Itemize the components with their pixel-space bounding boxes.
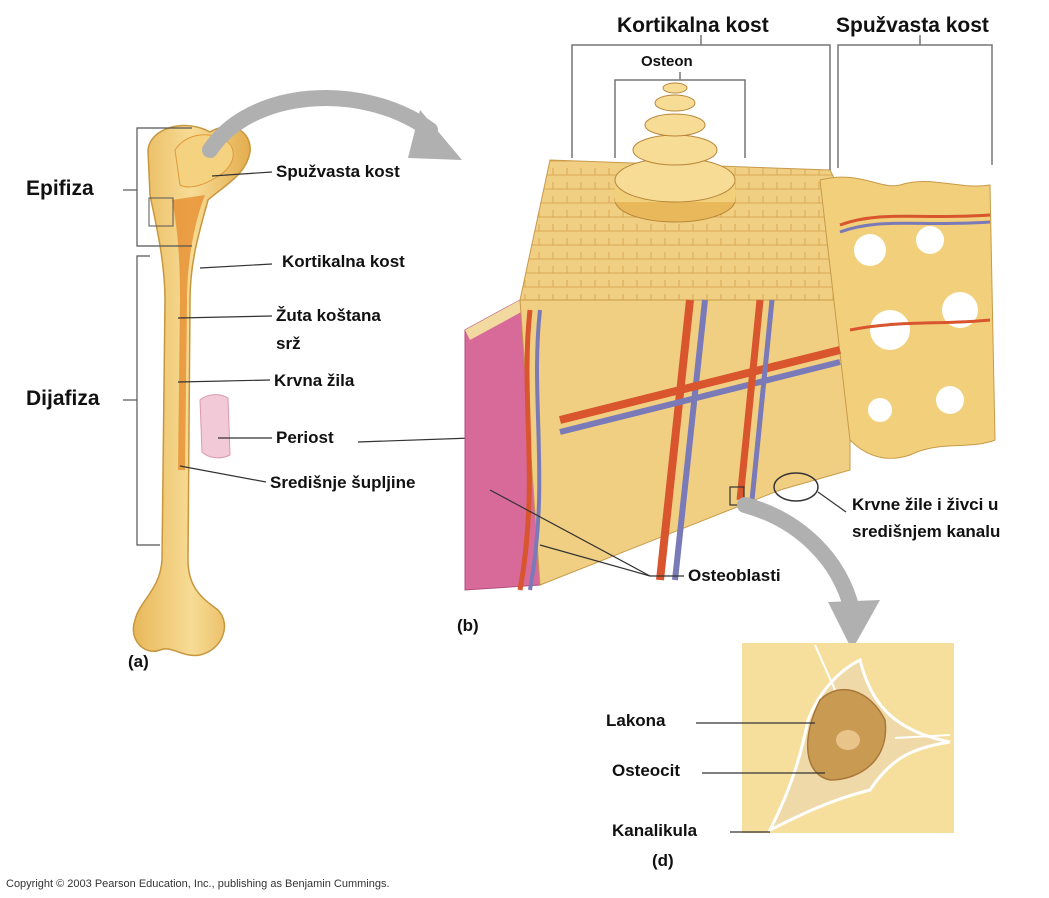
label-krvna-zila: Krvna žila: [274, 371, 354, 391]
label-spuzvasta-kost-a: Spužvasta kost: [276, 162, 400, 182]
copyright-notice: Copyright © 2003 Pearson Education, Inc.…: [6, 878, 390, 890]
label-zuta-kostana-srz-1: Žuta koštana: [276, 306, 381, 326]
panel-label-d: (d): [652, 851, 674, 871]
label-kortikalna-kost-b: Kortikalna kost: [617, 14, 769, 38]
label-osteon: Osteon: [641, 53, 693, 70]
panel-label-a: (a): [128, 652, 149, 672]
label-zuta-kostana-srz-2: srž: [276, 334, 301, 354]
label-osteoblasti: Osteoblasti: [688, 566, 781, 586]
label-kanalikula: Kanalikula: [612, 821, 697, 841]
label-krvne-zile-1: Krvne žile i živci u: [852, 495, 998, 515]
label-lakona: Lakona: [606, 711, 666, 731]
osteocyte-figure: [742, 643, 954, 833]
label-dijafiza: Dijafiza: [26, 387, 100, 411]
zoom-arrow-bottom: [745, 505, 852, 610]
label-osteocit: Osteocit: [612, 761, 680, 781]
long-bone-figure: [133, 126, 250, 656]
label-krvne-zile-2: središnjem kanalu: [852, 522, 1000, 542]
label-kortikalna-kost-a: Kortikalna kost: [282, 252, 405, 272]
label-epifiza: Epifiza: [26, 177, 94, 201]
panel-label-b: (b): [457, 616, 479, 636]
label-spuzvasta-kost-b: Spužvasta kost: [836, 14, 989, 38]
label-periost: Periost: [276, 428, 334, 448]
label-sredisnje-supljine: Središnje šupljine: [270, 473, 416, 493]
